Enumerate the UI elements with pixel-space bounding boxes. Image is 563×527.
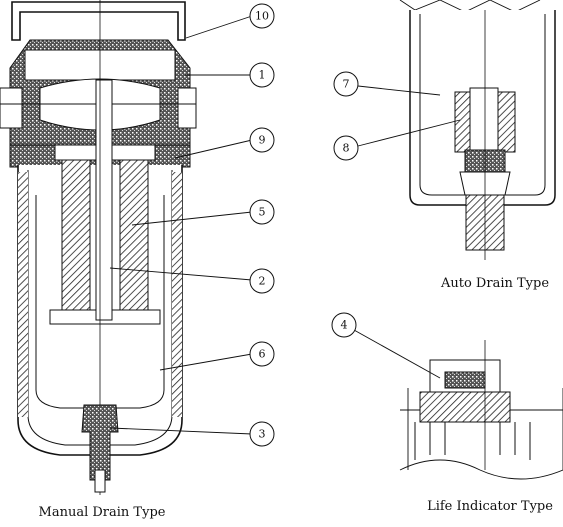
svg-text:2: 2 [259, 275, 266, 288]
life-indicator [444, 371, 486, 389]
svg-text:7: 7 [343, 78, 350, 91]
mounting-bracket [11, 1, 186, 41]
indicator-callout-leader [353, 329, 441, 379]
caption-auto-drain: Auto Drain Type [440, 276, 549, 291]
callout-4: 4 [331, 312, 357, 338]
svg-text:9: 9 [259, 134, 266, 147]
svg-text:4: 4 [341, 319, 348, 332]
life-indicator-view [399, 340, 563, 480]
callout-8: 8 [333, 135, 359, 161]
svg-text:3: 3 [259, 428, 266, 441]
callout-1: 1 [249, 62, 275, 88]
caption-manual-drain: Manual Drain Type [39, 505, 166, 520]
caption-life-indicator: Life Indicator Type [427, 499, 553, 514]
center-stud [95, 79, 113, 321]
callout-10: 10 [249, 3, 275, 29]
svg-text:6: 6 [259, 348, 266, 361]
svg-text:8: 8 [343, 142, 350, 155]
filter-element-left [61, 159, 91, 311]
svg-text:5: 5 [259, 206, 266, 219]
auto-drain-view [399, 0, 556, 260]
filter-element-right [119, 159, 149, 311]
manual-drain-view [0, 0, 197, 495]
auto-callout-leaders [357, 85, 461, 147]
callout-6: 6 [249, 341, 275, 367]
callout-7: 7 [333, 71, 359, 97]
callout-9: 9 [249, 127, 275, 153]
callout-2: 2 [249, 268, 275, 294]
manual-callout-leaders [109, 15, 253, 435]
svg-text:10: 10 [255, 10, 269, 23]
callout-5: 5 [249, 199, 275, 225]
callout-3: 3 [249, 421, 275, 447]
svg-text:1: 1 [259, 69, 266, 82]
manual-drain [81, 404, 119, 481]
